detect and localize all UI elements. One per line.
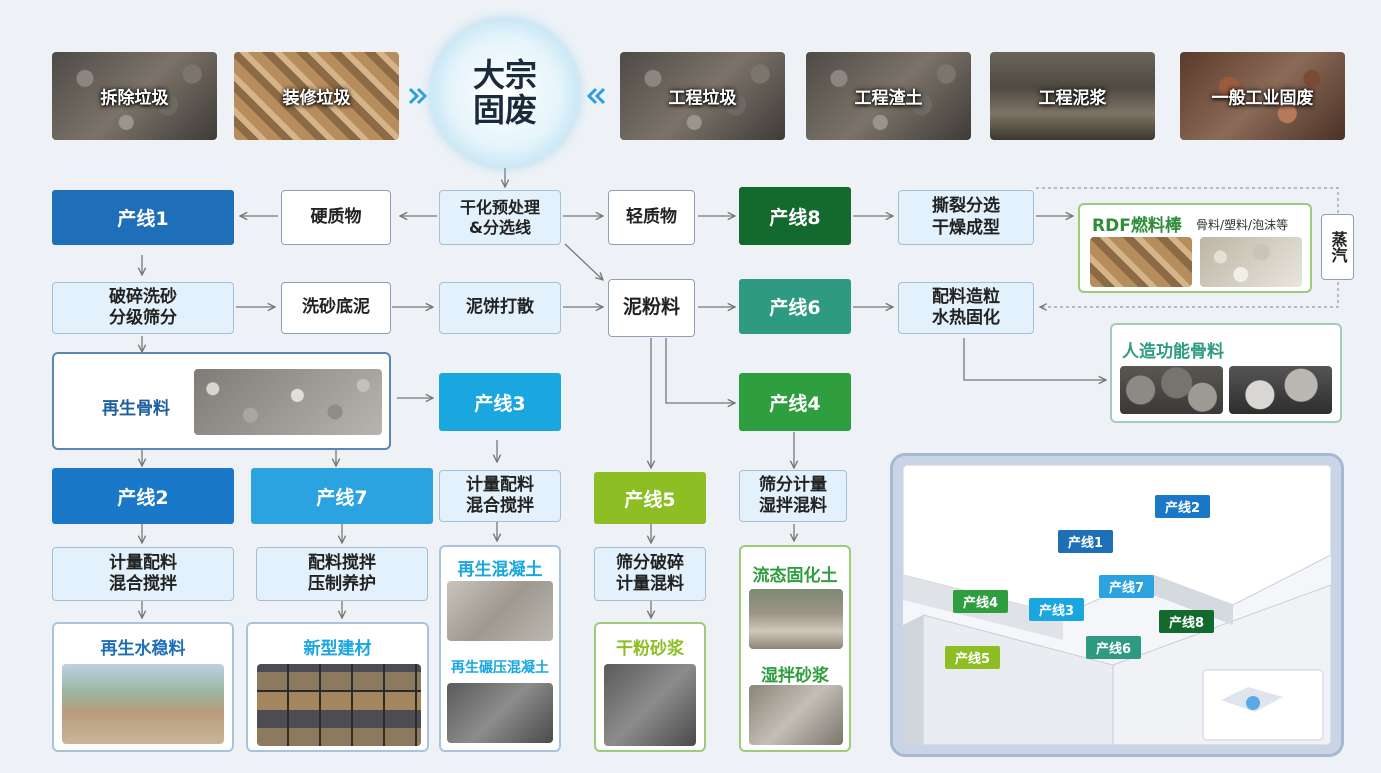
dry-mortar-card: 干粉砂浆: [594, 622, 706, 752]
recycled-aggregate-title: 再生骨料: [102, 399, 170, 419]
artificial-photo-1: [1120, 366, 1223, 414]
water-stable-card: 再生水稳料: [52, 622, 234, 752]
map-marker-line-7[interactable]: 产线7: [1099, 575, 1155, 598]
recycled-concrete-photo: [447, 581, 553, 641]
source-label: 一般工业固废: [1211, 88, 1314, 109]
source-demolition-waste: 拆除垃圾: [52, 52, 217, 140]
plant-map-view: 产线2 产线1 产线7 产线4 产线3 产线8 产线6 产线5: [903, 465, 1331, 745]
center-title-circle: 大宗 固废: [434, 22, 576, 164]
new-material-title: 新型建材: [303, 639, 372, 659]
center-title: 大宗 固废: [472, 55, 537, 129]
map-marker-line-3[interactable]: 产线3: [1029, 598, 1085, 621]
line4-mix-box: 筛分计量 湿拌混料: [739, 470, 847, 522]
flow-soil-card: 流态固化土 湿拌砂浆: [739, 545, 851, 752]
steam-box: 蒸汽: [1321, 214, 1354, 280]
recycled-concrete-card: 再生混凝土 再生碾压混凝土: [439, 545, 561, 752]
map-marker-line-4[interactable]: 产线4: [953, 590, 1009, 613]
source-label: 工程垃圾: [668, 88, 737, 109]
flow-soil-title: 流态固化土: [752, 566, 838, 586]
line-8: 产线8: [739, 187, 851, 245]
source-label: 拆除垃圾: [100, 88, 169, 109]
line-5: 产线5: [594, 472, 706, 524]
water-stable-title: 再生水稳料: [100, 639, 186, 659]
rdf-product-card: RDF燃料棒 骨料/塑料/泡沫等: [1078, 203, 1312, 293]
new-material-card: 新型建材: [246, 622, 429, 752]
rcc-photo: [447, 683, 553, 743]
rdf-subtitle: 骨料/塑料/泡沫等: [1196, 218, 1289, 232]
crush-wash-box: 破碎洗砂 分级筛分: [52, 282, 234, 334]
wet-mortar-photo: [749, 685, 843, 745]
rdf-title: RDF燃料棒: [1092, 216, 1182, 236]
water-stable-photo: [62, 664, 224, 744]
source-label: 工程泥浆: [1038, 88, 1107, 109]
plant-map-panel: 产线2 产线1 产线7 产线4 产线3 产线8 产线6 产线5: [893, 456, 1341, 754]
map-marker-line-8[interactable]: 产线8: [1159, 610, 1215, 633]
recycled-concrete-title: 再生混凝土: [457, 560, 543, 580]
source-label: 工程渣土: [854, 88, 923, 109]
artificial-title: 人造功能骨料: [1122, 342, 1224, 362]
wash-sludge-box: 洗砂底泥: [281, 282, 391, 334]
source-engineering-soil: 工程渣土: [806, 52, 971, 140]
flow-soil-photo: [749, 589, 843, 649]
source-engineering-waste: 工程垃圾: [620, 52, 785, 140]
dry-mortar-photo: [604, 664, 696, 746]
source-label: 装修垃圾: [282, 88, 351, 109]
wet-mortar-title: 湿拌砂浆: [761, 666, 829, 686]
map-marker-line-5[interactable]: 产线5: [945, 646, 1001, 669]
recycled-aggregate-photo: [194, 369, 382, 435]
source-engineering-mud: 工程泥浆: [990, 52, 1155, 140]
source-decoration-waste: 装修垃圾: [234, 52, 399, 140]
shred-sort-box: 撕裂分选 干燥成型: [898, 190, 1034, 245]
artificial-aggregate-card: 人造功能骨料: [1110, 323, 1342, 423]
line-6: 产线6: [739, 279, 851, 334]
map-marker-line-1[interactable]: 产线1: [1058, 530, 1114, 553]
artificial-photo-2: [1229, 366, 1332, 414]
line3-mix-box: 计量配料 混合搅拌: [439, 470, 561, 522]
pellet-cure-box: 配料造粒 水热固化: [898, 282, 1034, 334]
pretreatment-box: 干化预处理 &分选线: [439, 190, 561, 245]
mud-powder-box: 泥粉料: [608, 279, 695, 337]
line-1: 产线1: [52, 190, 234, 245]
map-marker-line-2[interactable]: 产线2: [1155, 495, 1211, 518]
source-industrial-waste: 一般工业固废: [1180, 52, 1345, 140]
dry-mortar-title: 干粉砂浆: [616, 639, 684, 659]
line7-mix-box: 配料搅拌 压制养护: [256, 547, 428, 601]
rcc-title: 再生碾压混凝土: [451, 660, 549, 676]
line-7: 产线7: [251, 468, 433, 524]
line2-mix-box: 计量配料 混合搅拌: [52, 547, 234, 601]
new-material-photo: [257, 664, 421, 746]
rdf-chips-photo: [1200, 237, 1302, 287]
plant-map-drawing: [903, 465, 1331, 745]
line-4: 产线4: [739, 373, 851, 431]
line-2: 产线2: [52, 468, 234, 524]
line-3: 产线3: [439, 373, 561, 431]
recycled-aggregate-card: 再生骨料: [52, 352, 391, 450]
map-marker-line-6[interactable]: 产线6: [1086, 636, 1142, 659]
cake-break-box: 泥饼打散: [439, 282, 561, 334]
rdf-pellets-photo: [1090, 237, 1192, 287]
hard-material-box: 硬质物: [281, 190, 391, 245]
line5-mix-box: 筛分破碎 计量混料: [594, 547, 706, 601]
light-material-box: 轻质物: [608, 190, 695, 245]
